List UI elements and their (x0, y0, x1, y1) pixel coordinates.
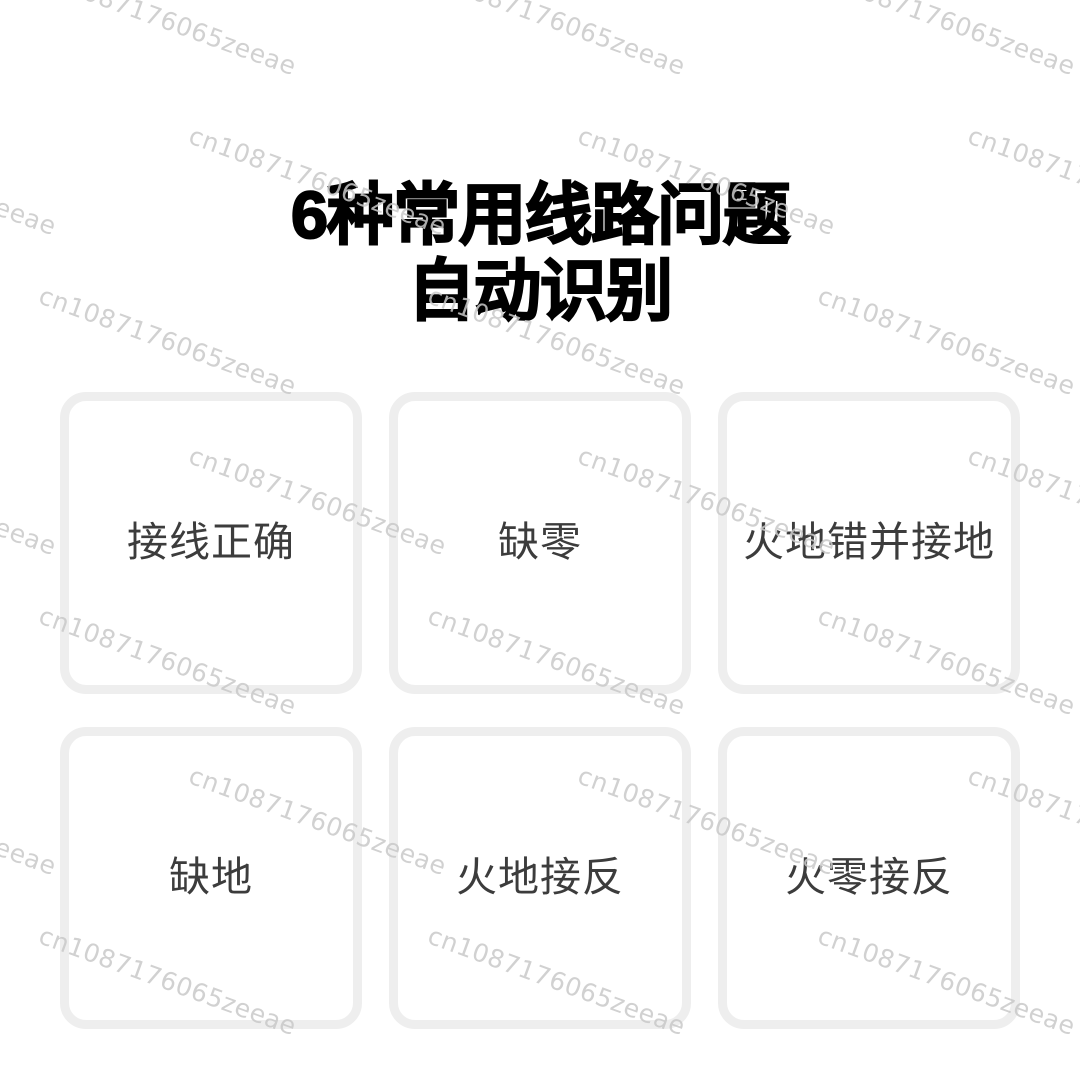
fault-card[interactable]: 接线正确 (60, 392, 362, 694)
fault-type-grid: 接线正确 缺零 火地错并接地 缺地 火地接反 火零接反 (60, 392, 1020, 1029)
fault-card-label: 接线正确 (127, 519, 295, 566)
page-title: 6种常用线路问题 自动识别 (0, 177, 1080, 330)
fault-card[interactable]: 缺零 (389, 392, 691, 694)
watermark-text: cn1087176065zeeae (34, 0, 301, 82)
fault-card-label: 缺零 (498, 519, 582, 566)
watermark-text: cn1087176065zeeae (0, 440, 61, 562)
fault-card-label: 火地接反 (456, 854, 624, 901)
title-line-1: 6种常用线路问题 (290, 177, 791, 254)
watermark-text: cn1087176065zeeae (814, 0, 1080, 82)
fault-card[interactable]: 火地错并接地 (718, 392, 1020, 694)
title-line-2: 自动识别 (407, 253, 674, 330)
fault-card[interactable]: 火零接反 (718, 727, 1020, 1029)
fault-card[interactable]: 火地接反 (389, 727, 691, 1029)
watermark-text: cn1087176065zeeae (424, 0, 690, 82)
fault-card-label: 缺地 (169, 854, 253, 901)
fault-card[interactable]: 缺地 (60, 727, 362, 1029)
watermark-text: cn1087176065zeeae (0, 760, 61, 882)
fault-card-label: 火零接反 (785, 854, 953, 901)
fault-card-label: 火地错并接地 (743, 519, 995, 566)
